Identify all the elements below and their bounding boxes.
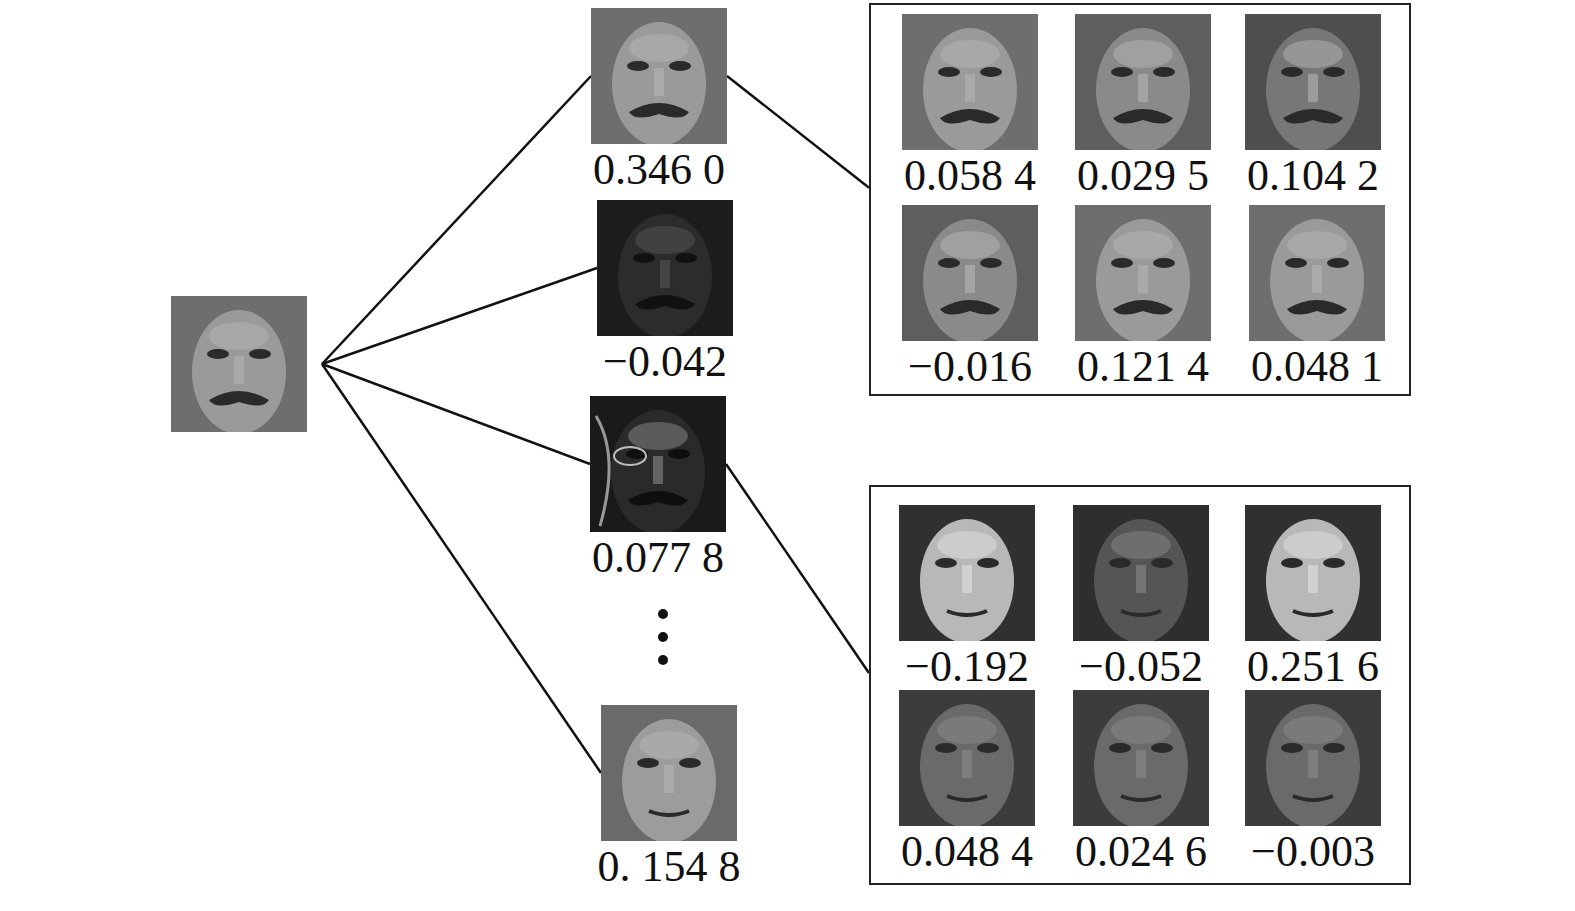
- face-picture: [597, 200, 733, 336]
- coefficient-value: 0. 154 8: [598, 845, 741, 889]
- face-picture: [1249, 205, 1385, 341]
- group-frame: 0.058 4 0.029 5 0.104 2 −0.016 0.121 4 0.048 …: [869, 3, 1411, 396]
- face-picture: [1075, 14, 1211, 150]
- face-picture: [171, 296, 307, 432]
- coefficient-value: 0.048 4: [901, 830, 1033, 874]
- face-picture: [1245, 505, 1381, 641]
- face-picture: [601, 705, 737, 841]
- coefficient-value: −0.003: [1251, 830, 1375, 874]
- coefficient-value: −0.052: [1079, 645, 1203, 689]
- coefficient-value: −0.042: [603, 340, 727, 384]
- coefficient-value: 0.029 5: [1077, 154, 1209, 198]
- face-picture: [1073, 690, 1209, 826]
- coefficient-value: 0.048 1: [1251, 345, 1383, 389]
- face-picture: [899, 505, 1035, 641]
- face-picture: [1075, 205, 1211, 341]
- tree-branch: [322, 76, 591, 364]
- coefficient-value: 0.251 6: [1247, 645, 1379, 689]
- tree-branch: [322, 268, 597, 364]
- face-image: 0.251 6: [1245, 505, 1381, 691]
- ellipsis-dot: [658, 609, 668, 619]
- coefficient-value: −0.192: [905, 645, 1029, 689]
- face-image: 0.048 4: [899, 690, 1035, 876]
- face-image: −0.016: [902, 205, 1038, 391]
- coefficient-value: 0.024 6: [1075, 830, 1207, 874]
- face-image: −0.042: [597, 200, 733, 386]
- face-image: 0.346 0: [591, 8, 727, 194]
- face-image: 0.048 1: [1249, 205, 1385, 391]
- face-image: 0.121 4: [1075, 205, 1211, 391]
- tree-branch: [322, 364, 590, 464]
- face-image: −0.192: [899, 505, 1035, 691]
- face-image: 0.104 2: [1245, 14, 1381, 200]
- coefficient-value: 0.058 4: [904, 154, 1036, 198]
- face-image: 0.024 6: [1073, 690, 1209, 876]
- face-image: 0. 154 8: [598, 705, 741, 891]
- group-frame: −0.192 −0.052 0.251 6 0.048 4 0.024 6 −0.003: [869, 485, 1411, 885]
- tree-branch: [727, 76, 869, 188]
- face-picture: [1245, 690, 1381, 826]
- coefficient-value: 0.077 8: [592, 536, 724, 580]
- face-image: 0.058 4: [902, 14, 1038, 200]
- tree-branch: [726, 464, 869, 673]
- face-image: [171, 296, 307, 432]
- coefficient-value: 0.346 0: [593, 148, 725, 192]
- face-picture: [902, 14, 1038, 150]
- face-picture: [1073, 505, 1209, 641]
- face-picture: [591, 8, 727, 144]
- face-image: 0.077 8: [590, 396, 726, 582]
- coefficient-value: 0.121 4: [1077, 345, 1209, 389]
- coefficient-value: −0.016: [908, 345, 1032, 389]
- face-image: 0.029 5: [1075, 14, 1211, 200]
- ellipsis-dot: [658, 655, 668, 665]
- face-image: −0.003: [1245, 690, 1381, 876]
- tree-branch: [322, 364, 601, 773]
- coefficient-value: 0.104 2: [1247, 154, 1379, 198]
- ellipsis-dot: [658, 632, 668, 642]
- face-picture: [899, 690, 1035, 826]
- face-image: −0.052: [1073, 505, 1209, 691]
- face-picture: [1245, 14, 1381, 150]
- face-picture: [902, 205, 1038, 341]
- face-picture: [590, 396, 726, 532]
